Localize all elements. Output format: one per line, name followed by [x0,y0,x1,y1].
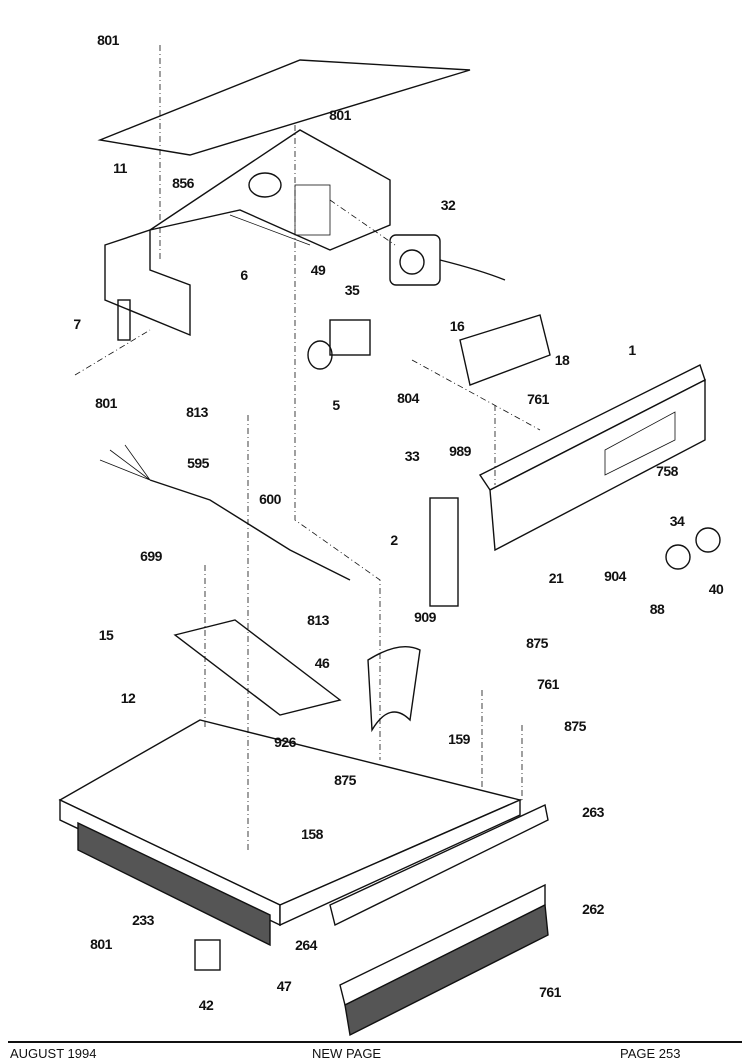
callout-34: 34 [669,513,685,529]
footer-rule [8,1041,742,1043]
part-42 [194,939,221,971]
callout-18: 18 [554,352,570,368]
callout-21: 21 [548,570,564,586]
callout-32: 32 [440,197,456,213]
callout-801: 801 [329,107,351,123]
part-base [58,719,523,947]
part-housing [104,129,391,337]
callout-264: 264 [295,937,317,953]
callout-875: 875 [564,718,586,734]
callout-801: 801 [95,395,117,411]
knob-88 [665,544,691,570]
callout-40: 40 [708,581,724,597]
footer-date: AUGUST 1994 [10,1046,97,1061]
callout-7: 7 [73,316,81,332]
callout-12: 12 [120,690,136,706]
callout-758: 758 [656,463,678,479]
callout-801: 801 [97,32,119,48]
callout-989: 989 [449,443,471,459]
callout-15: 15 [98,627,114,643]
part-control-board [459,314,551,386]
callout-875: 875 [526,635,548,651]
part-bracket [117,299,131,341]
part-wire-harness [149,479,351,581]
callout-813: 813 [307,612,329,628]
callout-88: 88 [649,601,665,617]
callout-595: 595 [187,455,209,471]
callout-761: 761 [539,984,561,1000]
part-grille [344,903,549,1037]
callout-46: 46 [314,655,330,671]
callout-11: 11 [113,160,127,176]
callout-600: 600 [259,491,281,507]
callout-1: 1 [628,342,636,358]
callout-761: 761 [527,391,549,407]
part-channel [173,619,342,716]
callout-813: 813 [186,404,208,420]
part-control-panel [478,364,706,552]
callout-6: 6 [240,267,248,283]
callout-263: 263 [582,804,604,820]
callout-926: 926 [274,734,296,750]
callout-699: 699 [140,548,162,564]
callout-904: 904 [604,568,626,584]
callout-16: 16 [449,318,465,334]
callout-33: 33 [404,448,420,464]
part-shield [367,646,421,733]
footer-status: NEW PAGE [312,1046,382,1061]
callout-35: 35 [344,282,360,298]
callout-804: 804 [397,390,419,406]
callout-2: 2 [390,532,398,548]
footer-page: PAGE 253 [620,1046,681,1061]
callout-233: 233 [132,912,154,928]
part-35 [307,319,371,370]
callout-875: 875 [334,772,356,788]
callout-909: 909 [414,609,436,625]
part-263 [329,803,549,927]
callout-5: 5 [332,397,340,413]
callout-856: 856 [172,175,194,191]
assembly-lines [74,45,541,850]
callout-42: 42 [198,997,214,1013]
callout-47: 47 [276,978,292,994]
part-32 [389,234,506,286]
callout-262: 262 [582,901,604,917]
callout-159: 159 [448,731,470,747]
callout-761: 761 [537,676,559,692]
part-end-cap [429,497,459,607]
callout-49: 49 [310,262,326,278]
callout-158: 158 [301,826,323,842]
callout-801: 801 [90,936,112,952]
knob-40 [695,527,721,553]
